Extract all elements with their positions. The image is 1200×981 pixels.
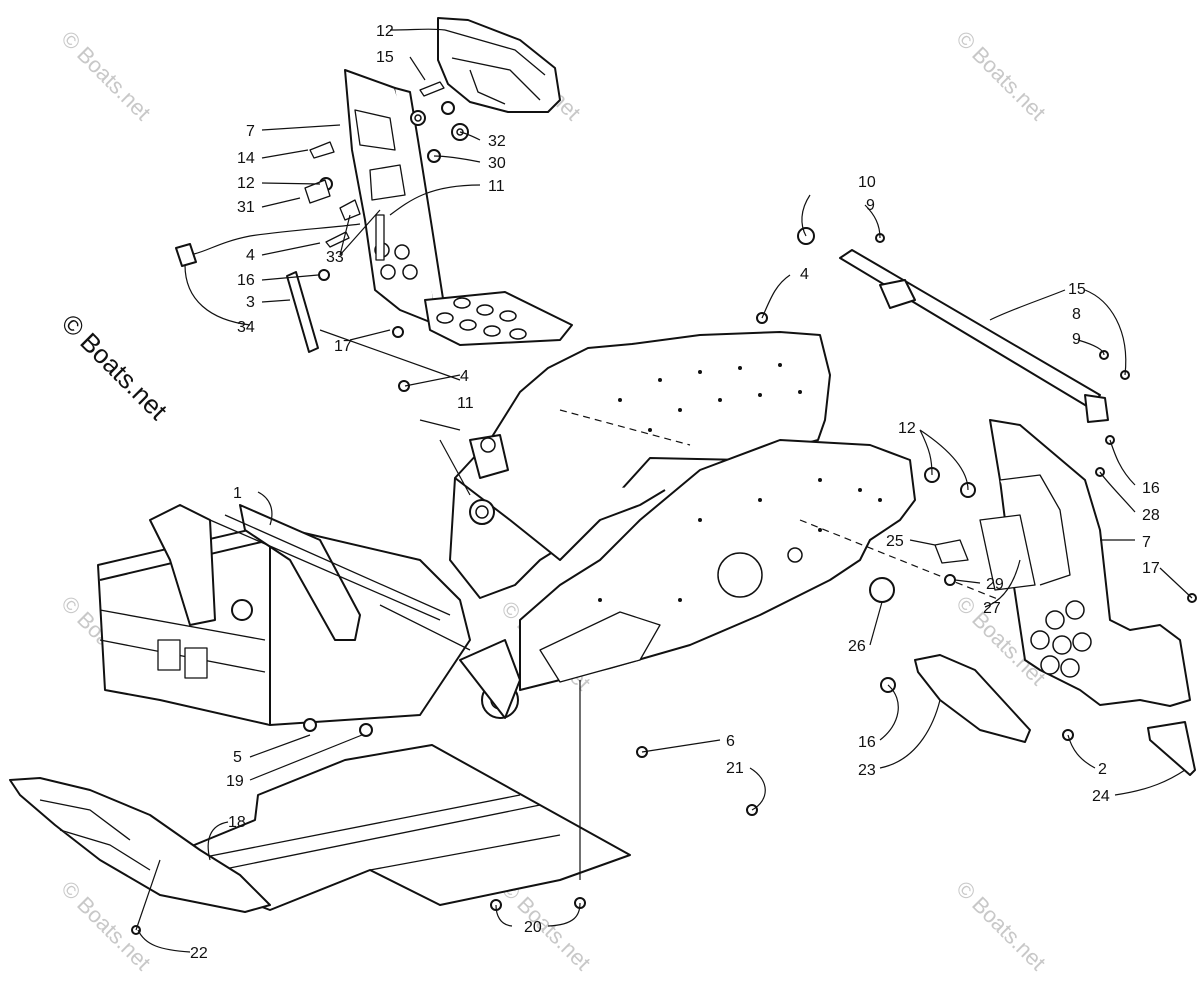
steering-post-bracket bbox=[344, 69, 445, 323]
callout-20: 20 bbox=[524, 919, 542, 936]
callout-2: 2 bbox=[1098, 761, 1107, 778]
leader-lines bbox=[135, 28, 1193, 953]
upper-footrest bbox=[424, 291, 573, 346]
callout-10: 10 bbox=[858, 174, 876, 191]
callout-16b: 16 bbox=[1142, 480, 1160, 497]
callout-11b: 11 bbox=[488, 178, 505, 195]
callout-26: 26 bbox=[848, 638, 866, 655]
callout-33: 33 bbox=[326, 249, 344, 266]
callout-1: 1 bbox=[233, 485, 242, 502]
callout-24: 24 bbox=[1092, 788, 1110, 805]
callout-6: 6 bbox=[726, 733, 735, 750]
cross-shaft bbox=[797, 227, 1109, 423]
callout-19: 19 bbox=[226, 773, 244, 790]
callout-15: 15 bbox=[376, 49, 394, 66]
callout-21: 21 bbox=[726, 760, 744, 777]
callout-15b: 15 bbox=[1068, 281, 1086, 298]
callout-17: 17 bbox=[334, 338, 352, 355]
callout-16: 16 bbox=[237, 272, 255, 289]
callout-3: 3 bbox=[246, 294, 255, 311]
callout-8: 8 bbox=[1072, 306, 1081, 323]
callout-30: 30 bbox=[488, 155, 506, 172]
part-13-cover bbox=[437, 17, 561, 113]
part-23-bracket bbox=[869, 577, 1196, 776]
main-frame bbox=[97, 331, 1001, 726]
callout-29: 29 bbox=[986, 576, 1004, 593]
callout-4: 4 bbox=[246, 247, 255, 264]
callout-32: 32 bbox=[488, 133, 506, 150]
part-7-side-bracket bbox=[979, 419, 1191, 707]
callout-28: 28 bbox=[1142, 507, 1160, 524]
callout-12b: 12 bbox=[898, 420, 916, 437]
watermark-text: © Boats.net bbox=[56, 308, 174, 426]
callout-16c: 16 bbox=[858, 734, 876, 751]
callout-31: 31 bbox=[237, 199, 255, 216]
callout-22: 22 bbox=[190, 945, 208, 962]
callout-27: 27 bbox=[983, 600, 1001, 617]
part-3-rod bbox=[286, 271, 319, 353]
callout-25: 25 bbox=[886, 533, 904, 550]
watermark-text: © Boats.net bbox=[951, 876, 1050, 975]
watermark-text: © Boats.net bbox=[951, 26, 1050, 125]
watermark-text: © Boats.net bbox=[56, 26, 155, 125]
callout-23: 23 bbox=[858, 762, 876, 779]
callout-5: 5 bbox=[233, 749, 242, 766]
callout-34: 34 bbox=[237, 319, 255, 336]
callout-4b: 4 bbox=[460, 368, 469, 385]
callout-numbers: 12 15 7 14 12 31 4 16 3 34 33 17 4 11 11… bbox=[190, 23, 1160, 962]
callout-9: 9 bbox=[866, 197, 875, 214]
callout-11: 11 bbox=[457, 395, 474, 412]
callout-17b: 17 bbox=[1142, 560, 1160, 577]
right-hardware bbox=[131, 233, 1197, 935]
watermark-text: © Boats.net bbox=[56, 876, 155, 975]
upper-hardware bbox=[175, 81, 469, 281]
callout-7: 7 bbox=[246, 123, 255, 140]
callout-12: 12 bbox=[237, 175, 255, 192]
callout-13: 12 bbox=[376, 23, 394, 40]
front-nose bbox=[9, 777, 271, 913]
callout-9b: 9 bbox=[1072, 331, 1081, 348]
callout-18: 18 bbox=[228, 814, 246, 831]
callout-7b: 7 bbox=[1142, 534, 1151, 551]
callout-4c: 4 bbox=[800, 266, 809, 283]
callout-14: 14 bbox=[237, 150, 255, 167]
